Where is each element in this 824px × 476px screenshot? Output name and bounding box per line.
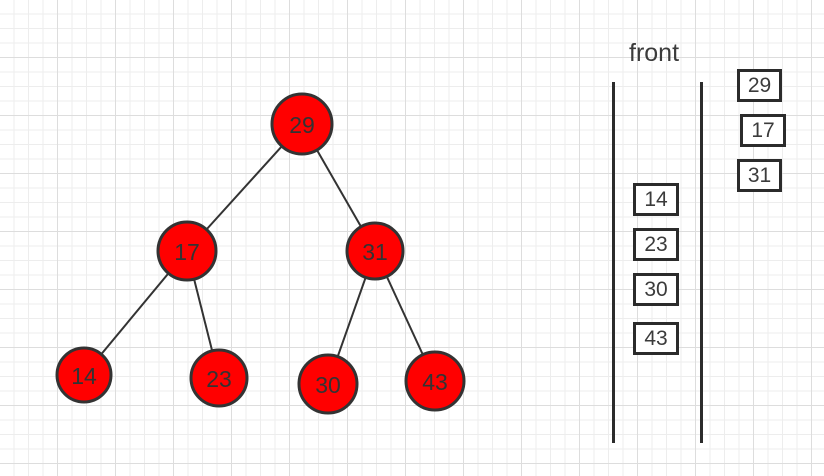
tree-node-circle-29[interactable] [270, 92, 334, 156]
queue-box-43[interactable]: 43 [633, 322, 679, 355]
tree-node-17[interactable]: 17 [156, 220, 218, 282]
tree-node-circle-31[interactable] [345, 221, 405, 281]
tree-node-label-17: 17 [174, 239, 200, 265]
tree-node-43[interactable]: 43 [404, 350, 466, 412]
tree-node-14[interactable]: 14 [55, 346, 113, 404]
tree-node-31[interactable]: 31 [345, 221, 405, 281]
tree-node-label-31: 31 [362, 239, 388, 265]
front-label: front [629, 39, 680, 67]
tree-node-label-14: 14 [71, 363, 97, 389]
tree-node-circle-30[interactable] [297, 353, 359, 415]
right-rail [700, 82, 703, 443]
tree-node-label-30: 30 [315, 372, 341, 398]
tree-node-30[interactable]: 30 [297, 353, 359, 415]
tree-node-circle-17[interactable] [156, 220, 218, 282]
tree-node-circle-23[interactable] [189, 348, 249, 408]
tree-node-label-23: 23 [206, 366, 232, 392]
queue-box-23[interactable]: 23 [633, 228, 679, 261]
queue-box-14[interactable]: 14 [633, 183, 679, 216]
tree-node-group: 29 17 31 14 23 30 43 [55, 92, 466, 415]
tree-node-circle-14[interactable] [55, 346, 113, 404]
output-box-31[interactable]: 31 [737, 159, 782, 192]
tree-node-23[interactable]: 23 [189, 348, 249, 408]
queue-box-30[interactable]: 30 [633, 273, 679, 306]
tree-node-label-29: 29 [289, 112, 315, 138]
output-box-17[interactable]: 17 [740, 114, 786, 147]
left-rail [612, 82, 615, 443]
output-box-29[interactable]: 29 [737, 69, 782, 102]
tree-node-circle-43[interactable] [404, 350, 466, 412]
tree-node-29[interactable]: 29 [270, 92, 334, 156]
tree-node-label-43: 43 [422, 369, 448, 395]
